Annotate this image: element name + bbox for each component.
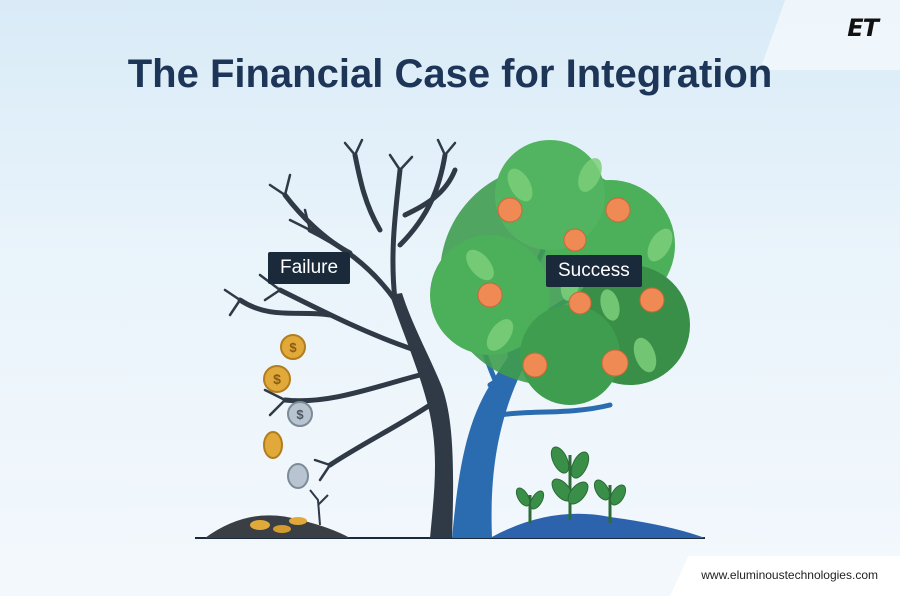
live-trunk <box>452 320 545 538</box>
dollar-coin-icon <box>263 431 283 459</box>
dead-sprouts <box>309 489 329 526</box>
footer-bar <box>670 556 900 596</box>
ground-coin <box>289 517 307 525</box>
svg-text:$: $ <box>273 371 281 387</box>
success-label: Success <box>546 255 642 287</box>
page-title: The Financial Case for Integration <box>127 52 773 96</box>
failure-label: Failure <box>268 252 351 284</box>
svg-text:$: $ <box>296 407 304 422</box>
ground-coin <box>250 520 270 530</box>
brand-logo: ET <box>847 14 879 42</box>
dead-branches <box>237 152 458 468</box>
ground-coin <box>273 525 291 533</box>
corner-panel <box>760 0 900 70</box>
dollar-coin-icon: $ <box>287 401 313 427</box>
dead-trunk <box>390 293 454 538</box>
dollar-coin-icon <box>287 463 309 489</box>
sprout-plants <box>515 446 627 523</box>
website-url: www.eluminoustechnologies.com <box>701 568 878 582</box>
svg-text:$: $ <box>289 340 297 355</box>
dollar-coin-icon: $ <box>263 365 291 393</box>
soil-mound <box>490 513 705 538</box>
dollar-coin-icon: $ <box>280 334 306 360</box>
tree-illustration: $ $ $ <box>195 138 705 539</box>
